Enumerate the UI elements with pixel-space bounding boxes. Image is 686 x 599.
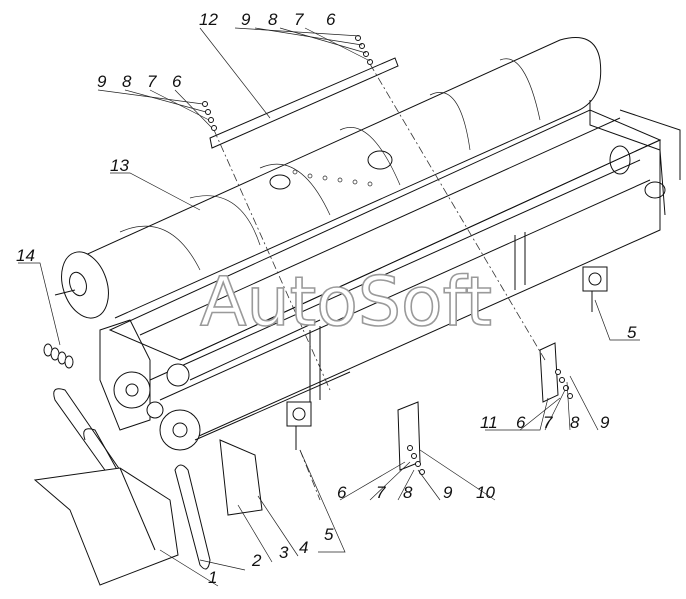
auger-tube — [54, 37, 602, 319]
callout-7-left: 7 — [147, 72, 157, 91]
bearings — [286, 266, 608, 450]
callout-1: 1 — [208, 568, 217, 587]
callout-7-right: 7 — [543, 413, 553, 432]
callout-2: 2 — [251, 551, 262, 570]
frame — [108, 100, 681, 441]
callout-9-top: 9 — [241, 10, 251, 29]
callout-9-bottom: 9 — [443, 483, 453, 502]
callout-7-bottom: 7 — [376, 483, 386, 502]
callouts: 12 9 8 7 6 9 8 7 6 13 14 5 11 6 7 8 9 6 … — [16, 10, 637, 587]
callout-9-left: 9 — [97, 72, 107, 91]
plates — [209, 57, 559, 516]
callout-6-bottom: 6 — [337, 483, 347, 502]
callout-3: 3 — [279, 543, 289, 562]
callout-5-bottom: 5 — [324, 525, 334, 544]
callout-6-left: 6 — [172, 72, 182, 91]
leader-lines — [18, 27, 640, 587]
callout-8-bottom: 8 — [403, 483, 413, 502]
fasteners — [202, 35, 573, 475]
callout-12: 12 — [199, 10, 218, 29]
assembly-axes — [213, 63, 546, 501]
callout-6-right: 6 — [516, 413, 526, 432]
callout-8-top: 8 — [268, 10, 278, 29]
callout-6-top: 6 — [326, 10, 336, 29]
callout-13: 13 — [110, 156, 129, 175]
belts — [43, 343, 211, 570]
drive-sprockets — [99, 319, 351, 451]
guard — [33, 467, 179, 586]
watermark: AutoSoft — [200, 263, 492, 342]
callout-5-right: 5 — [627, 323, 637, 342]
callout-10: 10 — [476, 483, 495, 502]
callout-11: 11 — [480, 413, 498, 432]
callout-9-right: 9 — [600, 413, 610, 432]
callout-14: 14 — [16, 246, 35, 265]
callout-4: 4 — [299, 538, 308, 557]
callout-8-left: 8 — [122, 72, 132, 91]
callout-7-top: 7 — [294, 10, 304, 29]
callout-8-right: 8 — [570, 413, 580, 432]
